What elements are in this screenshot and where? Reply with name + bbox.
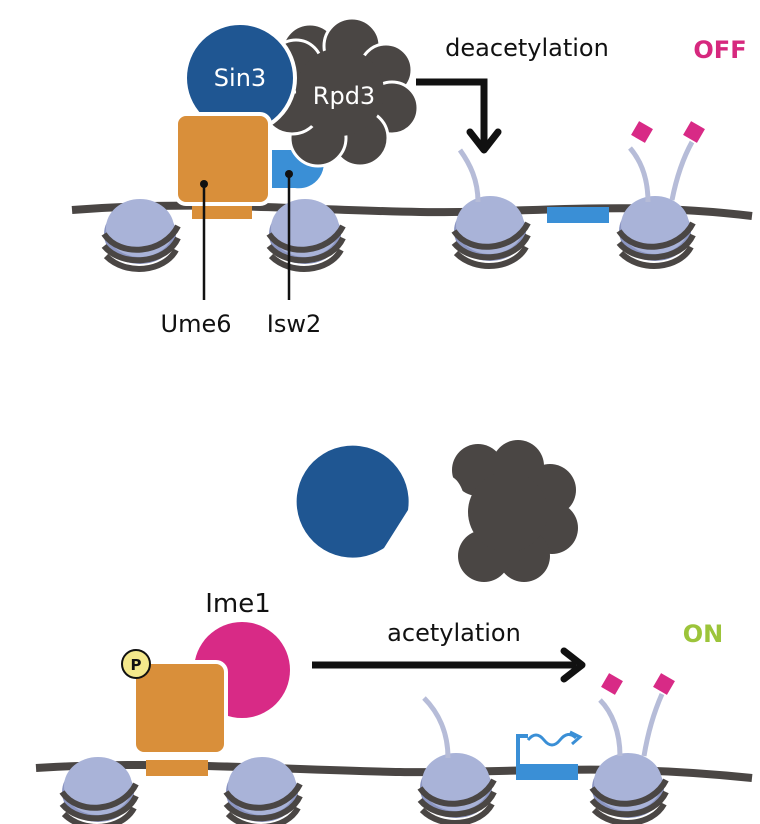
acetyl-mark-icon [601, 673, 623, 695]
phospho-icon [121, 649, 151, 679]
phospho-label: P [131, 656, 142, 674]
histone-tail [598, 698, 623, 757]
acetyl-mark-icon [683, 121, 705, 143]
histone-tail [669, 140, 695, 201]
ume6-protein [132, 660, 228, 756]
rpd3-detached [452, 440, 578, 582]
detached-complex [296, 440, 578, 582]
nucleosome-icon [420, 753, 494, 823]
nucleosome-icon [592, 753, 666, 823]
promoter-site [547, 207, 609, 223]
ime1-label: Ime1 [205, 589, 271, 619]
top-panel: Sin3 Rpd3 Ume6 Isw2 deacetylation OFF [71, 16, 753, 338]
ume6-label: Ume6 [161, 310, 232, 338]
deacetylation-label: deacetylation [445, 34, 609, 62]
transcript-wave-icon [526, 733, 578, 747]
deacetylation-arrow-icon [416, 78, 488, 146]
transcript-arrow-icon [569, 730, 583, 746]
histone-tail [641, 692, 665, 757]
histone-tail [628, 146, 651, 203]
rpd3-label: Rpd3 [313, 82, 375, 110]
acetylation-label: acetylation [387, 619, 521, 647]
on-state-label: ON [683, 620, 724, 648]
arrow-head-icon [560, 647, 586, 683]
nucleosome-icon [454, 196, 528, 266]
ume6-binding-site [192, 203, 252, 219]
isw2-label: Isw2 [267, 310, 321, 338]
acetyl-mark-icon [631, 121, 653, 143]
bottom-panel: P Ime1 acetylation ON [35, 589, 753, 824]
off-state-label: OFF [693, 36, 746, 64]
transcript-start [516, 734, 528, 764]
promoter-site [516, 764, 578, 780]
histone-tail [457, 148, 481, 203]
ume6-protein [174, 112, 272, 206]
arrow-head-icon [466, 128, 502, 154]
sin3-label: Sin3 [214, 64, 266, 92]
sin3-detached [296, 445, 409, 558]
acetyl-mark-icon [653, 673, 675, 695]
ume6-binding-site [146, 760, 208, 776]
histone-tail [422, 696, 451, 759]
